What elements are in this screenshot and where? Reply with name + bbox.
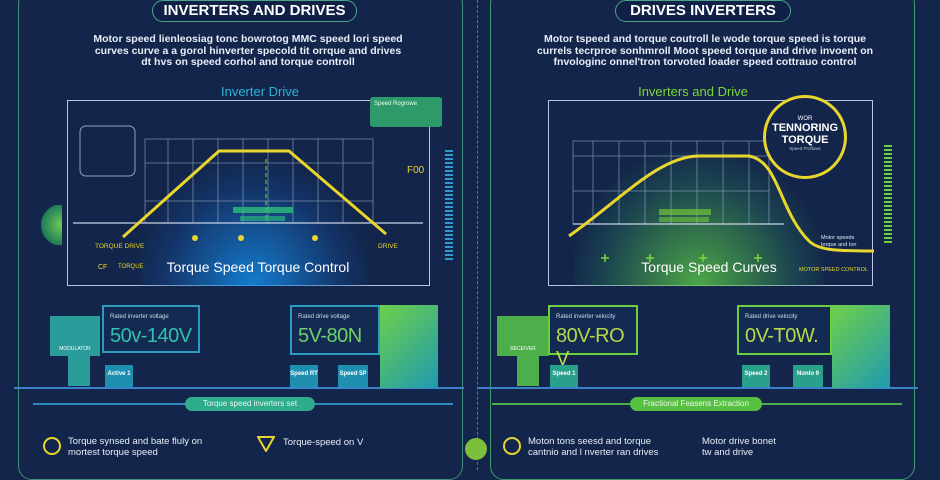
torque-curve (568, 154, 874, 253)
left-footer-text: Torque synsed and bate fluly on mortest … (68, 436, 203, 458)
bottom-right-label: MOTOR SPEED CONTROL (799, 267, 868, 273)
equipment-block: RECEIVER (497, 316, 549, 356)
warning-triangle-icon (257, 436, 275, 452)
left-footer-text: Torque-speed on V (283, 437, 364, 448)
left-footer-pill: Torque speed inverters set (185, 397, 315, 411)
level-meter (445, 150, 453, 260)
bus-line (14, 387, 464, 389)
right-chart-caption: Torque Speed Curves (641, 259, 777, 275)
drive-cabinet (380, 305, 438, 388)
axis-right-label: DRIVE (378, 243, 398, 250)
equipment-block: MODULATOR (50, 316, 100, 356)
left-chart: TORQUE DRIVE DRIVE CF TORQUE Torque Spee… (67, 100, 430, 286)
equalizer-icon (465, 438, 487, 460)
small-box: Speed RT (290, 365, 318, 387)
module-panel: Speed Rogrowe (370, 97, 442, 127)
small-box: Speed 2 (742, 365, 770, 387)
side-readout: F00 (407, 165, 425, 176)
right-chart: Torque Speed Curves Motor speeds torque … (548, 100, 874, 286)
torque-curve (121, 149, 387, 239)
small-box: Active 1 (105, 365, 133, 387)
ring-icon (43, 437, 61, 455)
drive-cabinet (832, 305, 890, 388)
left-title: INVERTERS AND DRIVES (152, 0, 357, 22)
right-title: DRIVES INVERTERS (615, 0, 791, 22)
left-description: Motor speed lienleosiag tonc bowrotog MM… (93, 33, 403, 68)
voltage-card: Rated drive velocity 0V-T0W. (737, 305, 832, 355)
right-footer-text: Motor drive bonet tw and drive (702, 436, 776, 458)
torque-speed-curves-chart (568, 140, 874, 262)
left-chart-title: Inverter Drive (220, 84, 300, 99)
corner-label: TORQUE (118, 264, 144, 270)
curve-points (192, 235, 318, 241)
center-divider (477, 0, 478, 470)
small-box: Speed 1 (550, 365, 578, 387)
right-footer-pill: Fractional Feasens Extraction (630, 397, 762, 411)
curve-points (601, 254, 762, 262)
left-chart-caption: Torque Speed Torque Control (166, 259, 350, 275)
voltage-card: Rated inverter velocity 80V-RO V (548, 305, 638, 370)
level-meter (884, 145, 892, 245)
right-footer-text: Moton tons seesd and torque cantnio and … (528, 436, 659, 458)
ring-icon (503, 437, 521, 455)
bus-line (478, 387, 918, 389)
right-chart-title: Inverters and Drive (638, 84, 748, 99)
side-label: Motor speeds torque and Ion (821, 235, 857, 248)
torque-badge: WOR TENNORING TORQUE Speed Proflows (763, 95, 847, 179)
small-box: Speed 5P (338, 365, 368, 387)
right-description: Motor tspeed and torque coutroll le wode… (536, 33, 874, 68)
torque-speed-chart (73, 125, 423, 241)
voltage-card: Rated inverter voltage 50v-140V (102, 305, 200, 353)
voltage-card: Rated drive voltage 5V-80N (290, 305, 380, 355)
small-box: Nonlo 9 (793, 365, 823, 387)
corner-label: CF (98, 264, 108, 271)
fan-icon (34, 205, 62, 245)
axis-left-label: TORQUE DRIVE (95, 243, 145, 250)
